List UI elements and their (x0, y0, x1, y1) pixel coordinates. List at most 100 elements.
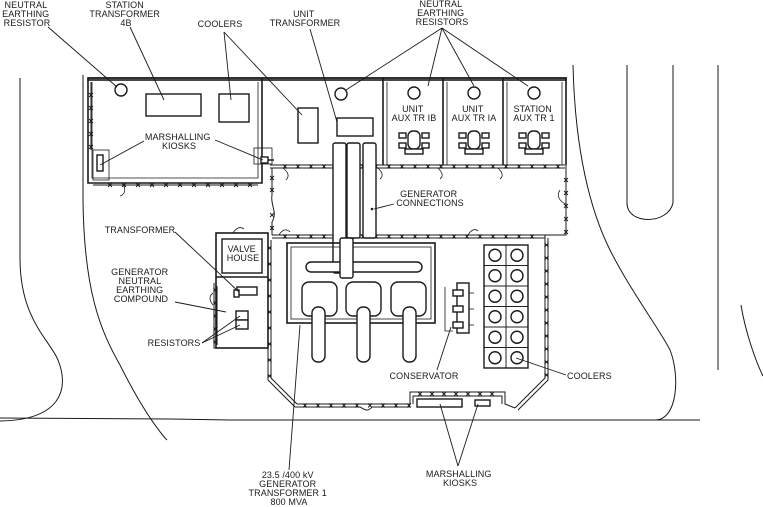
fence-post-marker (341, 403, 347, 408)
label-line: MARSHALLING (426, 469, 492, 479)
label-line: AUX TR IA (452, 113, 497, 123)
label-coolers-top: COOLERS (198, 19, 243, 29)
label-line: AUX TR 1 (513, 113, 554, 123)
bushing-1 (311, 306, 326, 363)
conservator-valve-1 (452, 289, 464, 297)
fence-post-marker (315, 403, 321, 408)
neutral-earthing-resistor-icon (114, 83, 128, 97)
fence-post-marker (429, 391, 435, 397)
label-neutral-earthing-resistors: NEUTRAL EARTHING RESISTORS (416, 0, 469, 27)
unit-transformer-icon (336, 117, 374, 137)
label-generator-transformer-1: 23.5 /400 kV GENERATOR TRANSFORMER 1 800… (249, 470, 330, 507)
neutral-earthing-resistor-icon (527, 86, 541, 100)
road-bottom-edge (0, 417, 700, 421)
cooler-fan-icon (510, 289, 524, 303)
label-line: VALVE (228, 244, 256, 254)
aux-transformer-radiator-icon (421, 132, 430, 139)
bushing-3 (402, 306, 417, 363)
marshalling-kiosk-bottom-1-icon (416, 398, 463, 408)
label-unit-transformer: UNIT TRANSFORMER (270, 9, 341, 28)
aux-transformer-radiator-icon (458, 142, 467, 149)
road-left-inner (82, 75, 168, 441)
aux-transformer-tank-icon (527, 130, 541, 150)
gate-arc (119, 182, 126, 197)
cooler-bank (483, 244, 529, 369)
leader-transformer (174, 231, 240, 293)
fence-post-marker (219, 182, 225, 188)
fence-post-marker (544, 372, 549, 378)
fence-post-marker (555, 164, 561, 169)
fence-post-marker (269, 187, 275, 193)
fence-post-marker (107, 182, 113, 188)
generator-neutral-earthing-compound (215, 232, 269, 349)
label-line: COMPOUND (114, 294, 169, 304)
transformer-tank-top (305, 261, 423, 273)
gate-arc (278, 229, 291, 236)
cooler-fan-icon (488, 351, 502, 365)
leader-generator-connections (373, 203, 395, 210)
kiosk-enclosure-left (92, 149, 110, 181)
fence-post-marker (464, 164, 470, 169)
valve-house-box (221, 238, 263, 274)
label-line: RESISTOR (4, 18, 51, 28)
leader-ner-3 (441, 27, 475, 87)
fence-post-marker (544, 242, 549, 248)
fence-post-marker (295, 164, 301, 169)
aux-transformer-radiator-icon (421, 142, 430, 149)
label-line: EARTHING (116, 285, 163, 295)
label-line: GENERATOR (111, 267, 168, 277)
fence-post-marker (438, 234, 444, 239)
aux-transformer-radiator-icon (398, 142, 407, 149)
label-line: NEUTRAL (5, 0, 48, 10)
gate-arc (558, 189, 567, 205)
fence-post-marker (386, 234, 392, 239)
fence-post-marker (88, 131, 94, 137)
fence-post-marker (88, 144, 94, 150)
fence-post-marker (308, 164, 314, 169)
label-conservator: CONSERVATOR (390, 371, 459, 381)
fence-post-marker (417, 391, 423, 397)
aux-transformer-bays (398, 86, 550, 155)
fence-post-marker (563, 229, 569, 235)
fence-post-marker (516, 164, 522, 169)
label-line: GENERATOR (259, 479, 316, 489)
cooler-fan-icon (510, 330, 524, 344)
fence-post-marker (544, 320, 549, 326)
label-line: MARSHALLING (145, 132, 211, 142)
label-line: TRANSFORMER 1 (249, 488, 327, 498)
labels: NEUTRAL EARTHING RESISTOR STATION TRANSF… (2, 0, 611, 507)
aux-transformer-base-icon (464, 148, 484, 155)
leader-neutral-earthing-resistor (47, 26, 118, 88)
fence-post-marker (267, 357, 272, 363)
cooler-fan-icon (488, 248, 502, 262)
fence-post-marker (321, 164, 327, 169)
leader-kiosk-bottom-1 (439, 403, 459, 467)
busbar-phase-1-drop (339, 237, 354, 279)
conservator (444, 282, 474, 334)
leader-ner-1 (345, 27, 443, 91)
leader-kiosk-right (214, 139, 264, 161)
fence-post-marker (88, 105, 94, 111)
fence-post-marker (267, 373, 272, 379)
fence-post-marker (477, 234, 483, 239)
neutral-earthing-resistor-2-icon (334, 87, 348, 101)
marshalling-kiosk-right-icon (260, 156, 269, 164)
label-line: NEUTRAL (119, 276, 162, 286)
fence-post-marker (269, 175, 275, 181)
generator-connections (332, 142, 377, 274)
resistor-1-icon (235, 310, 249, 321)
fence-post-marker (163, 182, 169, 188)
leader-coolers-2 (223, 31, 303, 116)
leader-coolers-1 (223, 31, 232, 101)
fence-top-building-bottom (93, 164, 565, 186)
aux-transformer-tank-icon (467, 130, 481, 150)
cooler-fan-icon (488, 310, 502, 324)
neutral-earthing-resistor-icon (407, 86, 421, 100)
label-line: CONNECTIONS (396, 198, 464, 208)
fence-post-marker (544, 281, 549, 287)
fence-post-marker (453, 391, 459, 397)
gates (119, 167, 567, 306)
label-line: STATION (514, 104, 552, 114)
fence-post-marker (399, 164, 405, 169)
fence-post-marker (451, 164, 457, 169)
